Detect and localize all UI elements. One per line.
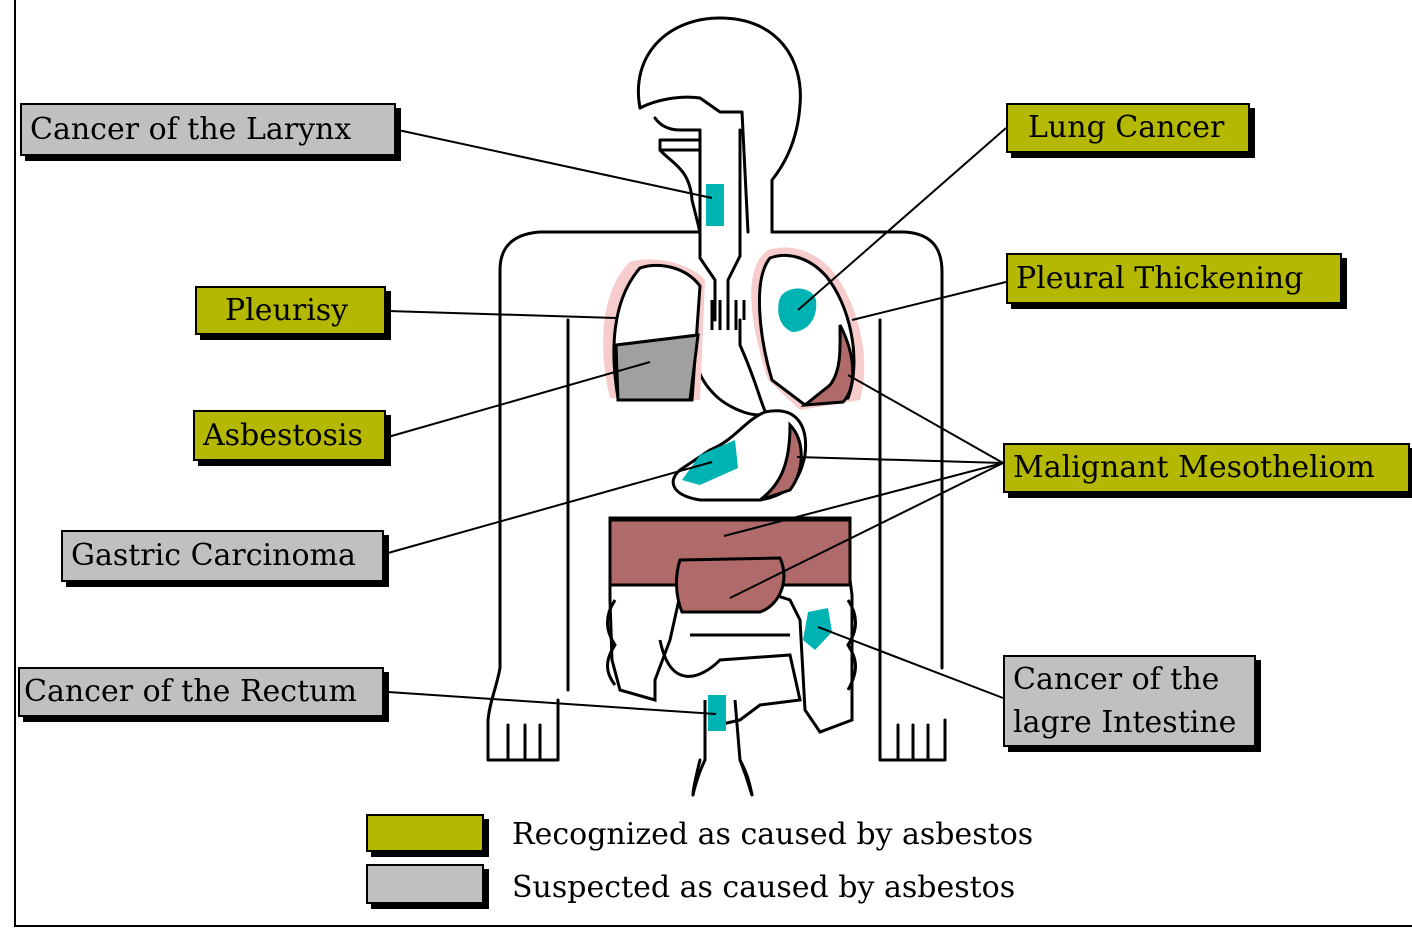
left-hand <box>488 700 558 760</box>
pharynx <box>660 140 700 150</box>
leader-rectum <box>388 692 716 714</box>
legend-text-suspected: Suspected as caused by asbestos <box>512 873 1015 903</box>
legend-text-recognized: Recognized as caused by asbestos <box>512 820 1033 850</box>
label-large-intestine: Cancer of the lagre Intestine <box>1003 655 1256 747</box>
legend-swatch-suspected <box>366 864 484 904</box>
small-intestine-meso <box>676 558 783 612</box>
leader-lung <box>798 128 1006 310</box>
right-hand <box>880 690 945 760</box>
label-gastric: Gastric Carcinoma <box>61 530 384 582</box>
mouth-outline <box>655 118 700 130</box>
label-larynx: Cancer of the Larynx <box>20 103 396 156</box>
label-large-intestine-line2: lagre Intestine <box>1013 701 1236 745</box>
label-pleurisy: Pleurisy <box>195 286 386 335</box>
heart-outline <box>696 338 765 415</box>
label-pleural-thickening: Pleural Thickening <box>1006 253 1342 304</box>
label-rectum: Cancer of the Rectum <box>18 667 384 717</box>
label-asbestosis: Asbestosis <box>193 410 386 461</box>
label-large-intestine-line1: Cancer of the <box>1013 658 1219 702</box>
leader-pleurisy <box>388 311 616 318</box>
legend-swatch-recognized <box>366 814 484 852</box>
label-mesothelioma: Malignant Mesotheliom <box>1003 443 1410 493</box>
leader-meso-b <box>797 457 1003 463</box>
leader-meso-a <box>848 375 1003 463</box>
throat-outline <box>660 140 700 232</box>
larynx-tumor <box>706 184 724 226</box>
leader-pleural <box>852 282 1006 320</box>
leader-asbestosis <box>388 362 650 437</box>
label-lung-cancer: Lung Cancer <box>1006 103 1250 153</box>
